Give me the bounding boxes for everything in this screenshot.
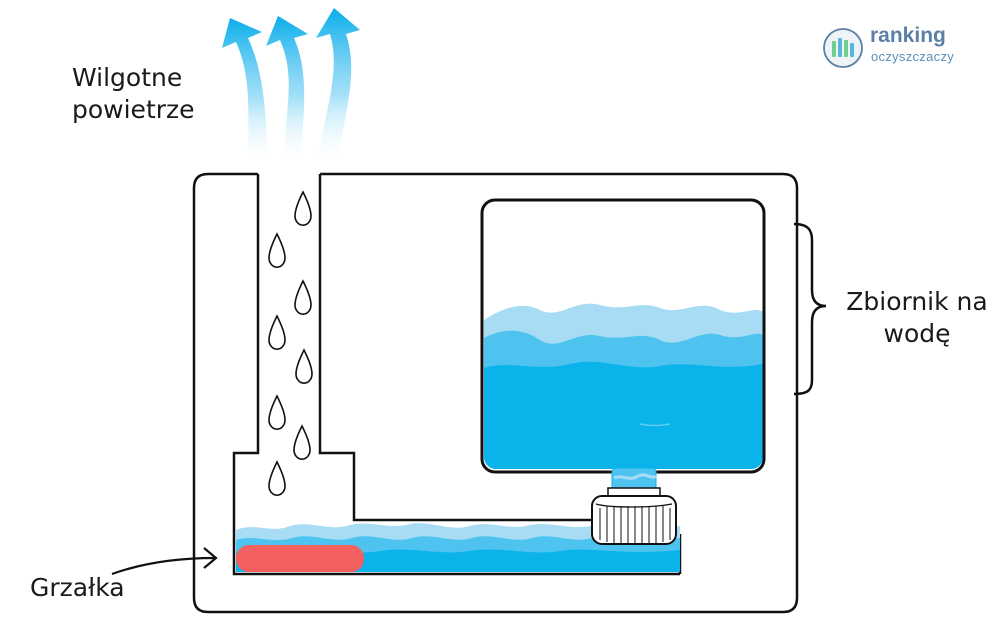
- humidifier-housing: [192, 172, 799, 614]
- water-droplet-icon: [268, 394, 286, 430]
- water-droplet-icon: [268, 314, 286, 350]
- heater-element-icon: [236, 545, 364, 572]
- steam-arrow-icon: [222, 18, 270, 165]
- heater-pointer-arrow: [111, 547, 218, 576]
- droplets: [268, 190, 313, 496]
- tank-valve: [591, 467, 677, 545]
- heater-label: Grzałka: [30, 573, 125, 602]
- humid-air-label-line2: powietrze: [72, 95, 195, 124]
- water-tank-label-line1: Zbiornik na: [846, 287, 988, 316]
- steam-arrow-icon: [316, 8, 360, 165]
- steam-arrows: [222, 8, 360, 165]
- water-droplet-icon: [294, 279, 312, 315]
- water-tank-label: Zbiornik na wodę: [832, 286, 1000, 350]
- water-droplet-icon: [293, 424, 311, 460]
- logo-circle-icon: [823, 28, 863, 68]
- humid-air-label-line1: Wilgotne: [72, 63, 183, 92]
- humid-air-label: Wilgotne powietrze: [72, 62, 272, 126]
- water-tank-label-line2: wodę: [883, 319, 951, 348]
- water-droplet-icon: [295, 348, 313, 384]
- logo-subtitle: oczyszczaczy: [871, 49, 955, 64]
- logo-title: ranking: [870, 24, 946, 47]
- water-droplet-icon: [268, 232, 286, 268]
- water-tank: [480, 198, 766, 474]
- tank-brace: [793, 222, 827, 396]
- steam-arrow-icon: [266, 16, 308, 165]
- water-droplet-icon: [268, 460, 286, 496]
- water-droplet-icon: [294, 190, 312, 226]
